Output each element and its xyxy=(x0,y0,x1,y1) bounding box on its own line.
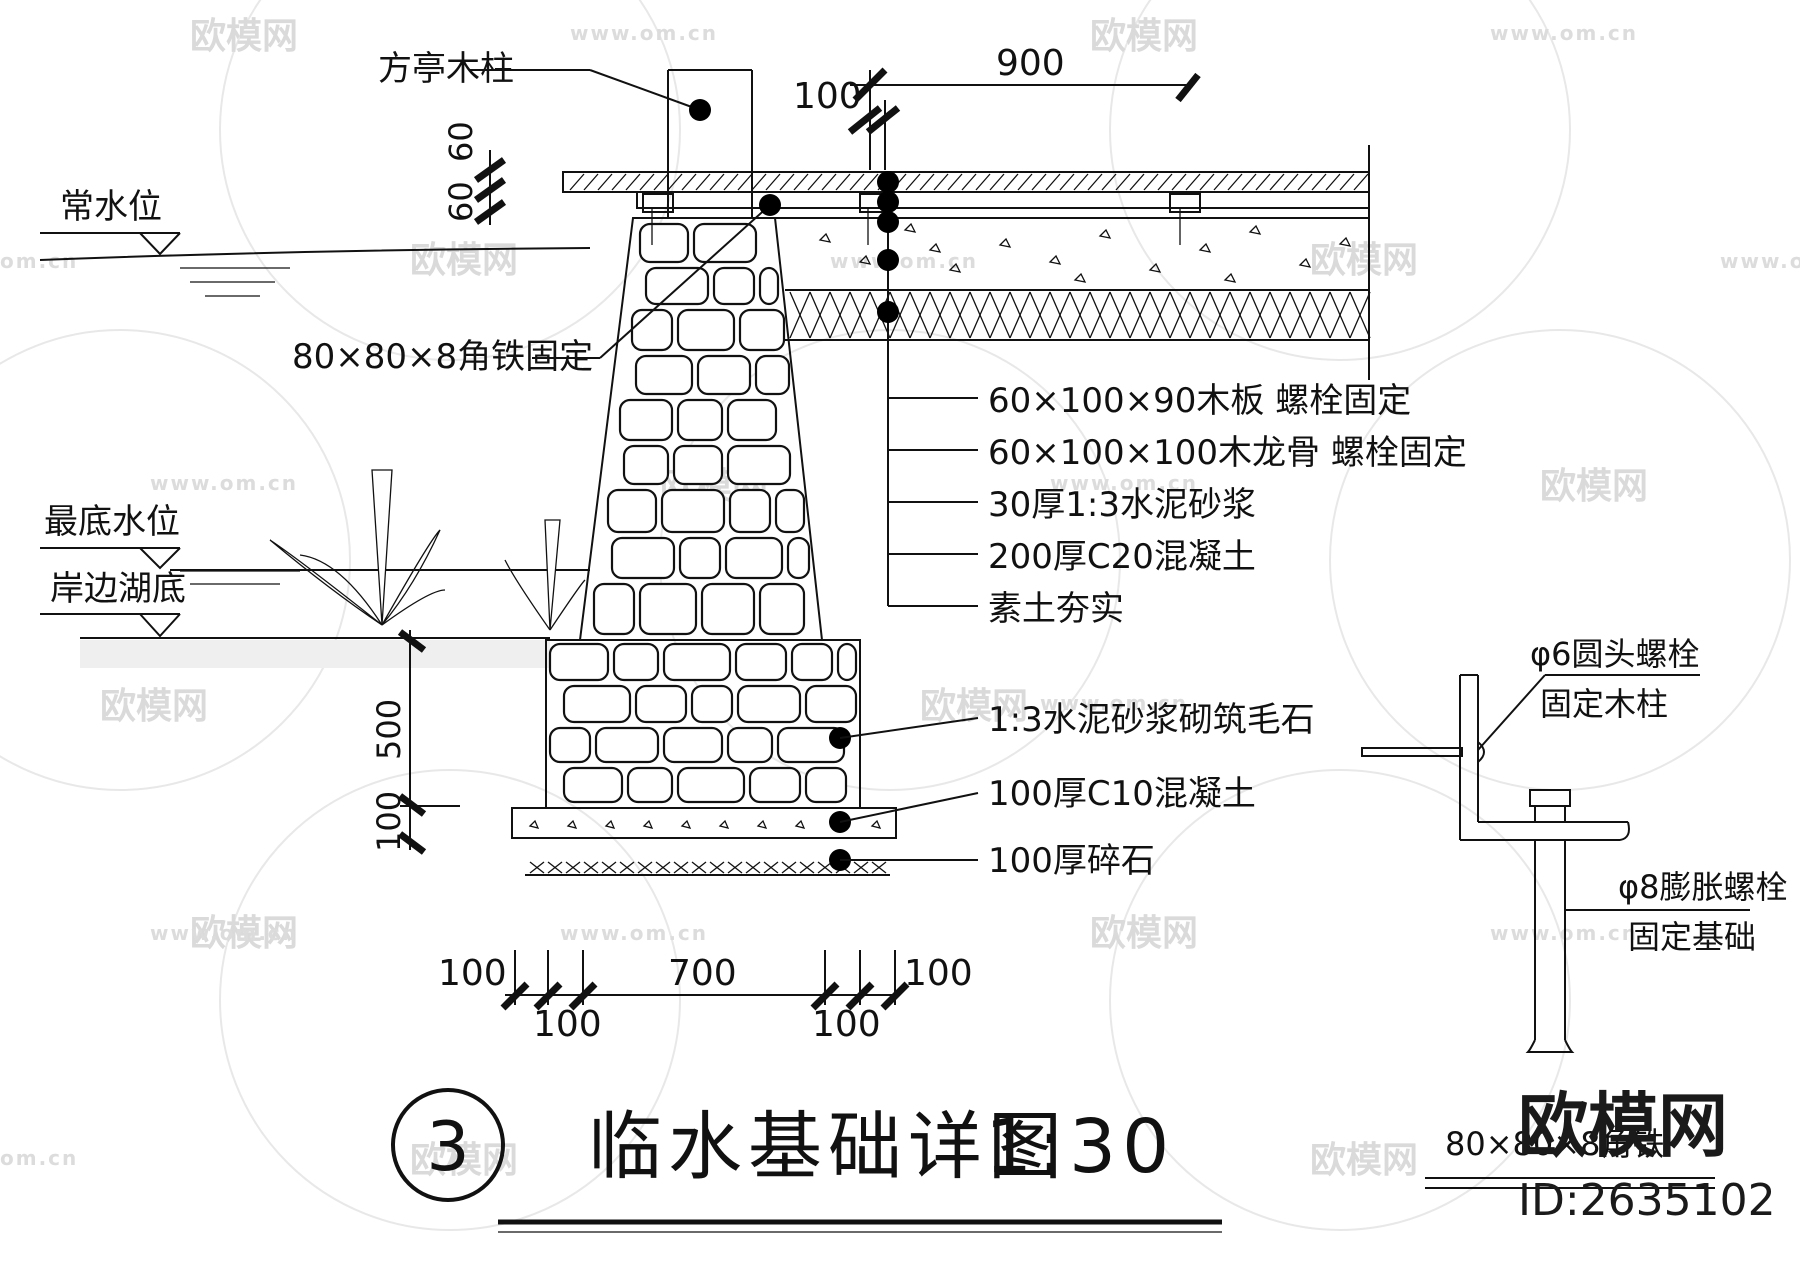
board-label: 60×100×90木板 螺栓固定 xyxy=(988,381,1411,421)
watermark-url: www.om.cn xyxy=(1490,21,1638,45)
dim-top: 900 100 xyxy=(793,43,1201,170)
rubble-masonry-pier xyxy=(545,217,861,809)
gravel-layer xyxy=(525,861,890,876)
joist-blocks xyxy=(642,193,1201,245)
watermark-text: 欧模网 xyxy=(100,686,208,727)
brand-name: 欧模网 xyxy=(1518,1085,1728,1167)
dim-500: 500 xyxy=(370,699,408,760)
drawing-number: 3 xyxy=(426,1108,469,1187)
dim-bottom-100-left: 100 xyxy=(438,953,507,994)
joist-label: 60×100×100木龙骨 螺栓固定 xyxy=(988,433,1467,473)
watermark-text: 欧模网 xyxy=(190,913,298,954)
dim-60a: 60 xyxy=(442,121,480,162)
angle-iron-detail: φ6圆头螺栓 固定木柱 φ8膨胀螺栓 固定基础 80×80×8角铁 xyxy=(1361,635,1787,1189)
dim-left-500: 500 100 xyxy=(370,629,460,855)
watermark-text: 欧模网 xyxy=(1310,240,1418,281)
c20-concrete-slab xyxy=(775,217,1369,291)
dim-left-60: 60 60 xyxy=(442,121,507,225)
callout-post: 方亭木柱 xyxy=(378,49,711,121)
watermark-text: 欧模网 xyxy=(1540,466,1648,507)
callout-foundation: 1:3水泥砂浆砌筑毛石 100厚C10混凝土 100厚碎石 xyxy=(829,700,1315,881)
concrete-label: 200厚C20混凝土 xyxy=(988,537,1256,577)
dim-bottom: 100 700 100 100 100 xyxy=(438,950,973,1045)
bolt6-label-b: 固定木柱 xyxy=(1540,685,1668,723)
deck-board xyxy=(562,171,1370,209)
gravel-label: 100厚碎石 xyxy=(988,841,1155,881)
watermark-text: 欧模网 xyxy=(190,16,298,57)
watermark-url: www.om.cn xyxy=(1490,921,1638,945)
normal-water-label: 常水位 xyxy=(60,187,162,227)
watermark-url: www.om.cn xyxy=(150,471,298,495)
watermark-url: www.om.cn xyxy=(1720,249,1800,273)
watermark-text: 欧模网 xyxy=(920,686,1028,727)
detail-caption: 80×80×8角铁 xyxy=(1445,1125,1664,1163)
watermark-text: 欧模网 xyxy=(1090,913,1198,954)
callout-angle-iron: 80×80×8角铁固定 xyxy=(292,194,781,377)
dim-900: 900 xyxy=(996,43,1065,84)
dim-sub-100-left: 100 xyxy=(533,1004,602,1045)
reed-plant-left xyxy=(269,469,446,626)
bolt8-label-a: φ8膨胀螺栓 xyxy=(1618,868,1787,906)
dim-top-100: 100 xyxy=(793,76,862,117)
watermark-url: om.cn xyxy=(0,249,78,273)
dim-60b: 60 xyxy=(442,181,480,222)
brand-mark: 欧模网 ID:2635102 xyxy=(1518,1085,1776,1226)
mortar-label: 30厚1:3水泥砂浆 xyxy=(988,485,1256,525)
watermark-url: om.cn xyxy=(0,1146,78,1170)
watermark-url: www.om.cn xyxy=(1050,471,1198,495)
watermark-url: www.om.cn xyxy=(570,21,718,45)
watermark-url: www.om.cn xyxy=(830,249,978,273)
compacted-soil xyxy=(785,291,1371,341)
bolt6-label-a: φ6圆头螺栓 xyxy=(1530,635,1699,673)
reed-plant-right xyxy=(504,519,586,631)
rubble-label: 1:3水泥砂浆砌筑毛石 xyxy=(988,700,1315,740)
callout-layers: 60×100×90木板 螺栓固定 60×100×100木龙骨 螺栓固定 30厚1… xyxy=(877,171,1467,629)
watermark-url: www.om.cn xyxy=(1040,691,1188,715)
watermark-url: www.om.cn xyxy=(560,921,708,945)
dim-bottom-100-right: 100 xyxy=(904,953,973,994)
watermark-url: www.om.cn xyxy=(150,921,298,945)
drawing-scale: 1:30 xyxy=(985,1104,1175,1190)
c10-label: 100厚C10混凝土 xyxy=(988,774,1256,814)
dim-700: 700 xyxy=(668,953,737,994)
lowest-water-label: 最底水位 xyxy=(44,502,180,542)
lake-bottom-level: 岸边湖底 xyxy=(40,569,550,668)
watermark-text: 欧模网 xyxy=(1090,16,1198,57)
dim-sub-100-right: 100 xyxy=(812,1004,881,1045)
brand-id: ID:2635102 xyxy=(1518,1175,1776,1226)
soil-label: 素土夯实 xyxy=(988,589,1124,629)
lake-bottom-label: 岸边湖底 xyxy=(50,569,186,609)
drawing-title-block: 3 临水基础详图 1:30 xyxy=(391,1088,1222,1233)
watermark-text: 欧模网 xyxy=(1310,1140,1418,1181)
bolt8-label-b: 固定基础 xyxy=(1628,918,1756,956)
normal-water-level: 常水位 xyxy=(39,187,591,297)
drawing-title: 临水基础详图 xyxy=(588,1104,1068,1190)
watermark-text: 欧模网 xyxy=(410,240,518,281)
watermark-layer: 欧模网欧模网欧模网欧模网欧模网欧模网欧模网欧模网欧模网欧模网欧模网欧模网www.… xyxy=(0,0,1800,1231)
dim-100-vert: 100 xyxy=(370,791,408,852)
timber-post xyxy=(667,69,753,218)
